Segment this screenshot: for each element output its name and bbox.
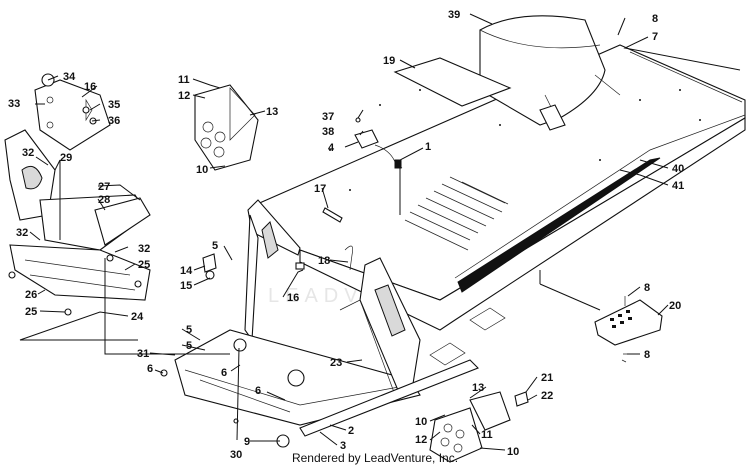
callout-27: 27 (98, 181, 110, 193)
callout-12a: 12 (178, 90, 190, 102)
callout-20: 20 (669, 300, 681, 312)
leader-lines (19, 13, 741, 451)
callout-22: 22 (541, 390, 553, 402)
callout-6b: 6 (221, 367, 227, 379)
callout-15: 15 (180, 280, 192, 292)
callout-16a: 16 (84, 81, 96, 93)
callout-28: 28 (98, 194, 110, 206)
callout-11b: 11 (481, 429, 493, 441)
front-bumper-bracket (4, 129, 151, 251)
callout-25a: 25 (138, 259, 150, 271)
callout-41: 41 (672, 180, 684, 192)
callout-19: 19 (383, 55, 395, 67)
callout-39: 39 (448, 9, 460, 21)
callout-14: 14 (180, 265, 193, 277)
heat-exchanger-fins (404, 176, 509, 251)
callout-8c: 8 (644, 349, 650, 361)
callout-labels: 1 2 3 4 5 5 5 6 6 6 7 8 8 8 9 10 10 10 1… (8, 9, 684, 461)
callout-6c: 6 (255, 385, 261, 397)
callout-1: 1 (425, 141, 431, 153)
callout-13b: 13 (472, 382, 484, 394)
seat (479, 15, 621, 131)
callout-5c: 5 (186, 340, 192, 352)
callout-10a: 10 (196, 164, 208, 176)
callout-13a: 13 (266, 106, 278, 118)
callout-30: 30 (230, 449, 242, 461)
callout-23: 23 (330, 357, 342, 369)
callout-37: 37 (322, 111, 334, 123)
callout-32a: 32 (22, 147, 34, 159)
callout-32c: 32 (138, 243, 150, 255)
callout-38: 38 (322, 126, 334, 138)
hardware-fasteners (8, 106, 627, 448)
callout-2: 2 (348, 425, 354, 437)
callout-11a: 11 (178, 74, 190, 86)
callout-36: 36 (108, 115, 120, 127)
rear-bracket-20 (594, 299, 663, 346)
steering-bracket-bottom (429, 391, 511, 463)
hood-bracket-33 (34, 73, 111, 151)
callout-26: 26 (25, 289, 37, 301)
callout-21: 21 (541, 372, 553, 384)
callout-9: 9 (244, 436, 250, 448)
callout-5a: 5 (212, 240, 218, 252)
callout-8b: 8 (644, 282, 650, 294)
side-decal-stripe (457, 157, 661, 293)
callout-6a: 6 (147, 363, 153, 375)
callout-10c: 10 (507, 446, 519, 458)
callout-25b: 25 (25, 306, 37, 318)
callout-16b: 16 (287, 292, 299, 304)
callout-5b: 5 (186, 324, 192, 336)
callout-3: 3 (340, 440, 346, 452)
callout-35: 35 (108, 99, 120, 111)
callout-18: 18 (318, 255, 330, 267)
steering-bracket-top (194, 84, 259, 171)
front-frame (174, 199, 479, 437)
seat-pad (393, 57, 512, 107)
callout-8a: 8 (652, 13, 658, 25)
callout-12b: 12 (415, 434, 427, 446)
callout-24: 24 (131, 311, 144, 323)
callout-32b: 32 (16, 227, 28, 239)
render-credit: Rendered by LeadVenture, Inc. (291, 451, 459, 465)
callout-17: 17 (314, 183, 326, 195)
callout-4: 4 (328, 142, 335, 154)
front-skid-plate (9, 244, 151, 301)
callout-31: 31 (137, 348, 149, 360)
callout-40: 40 (672, 163, 684, 175)
callout-29: 29 (60, 152, 72, 164)
callout-33: 33 (8, 98, 20, 110)
callout-34: 34 (63, 71, 76, 83)
callout-7: 7 (652, 31, 658, 43)
callout-10b: 10 (415, 416, 427, 428)
